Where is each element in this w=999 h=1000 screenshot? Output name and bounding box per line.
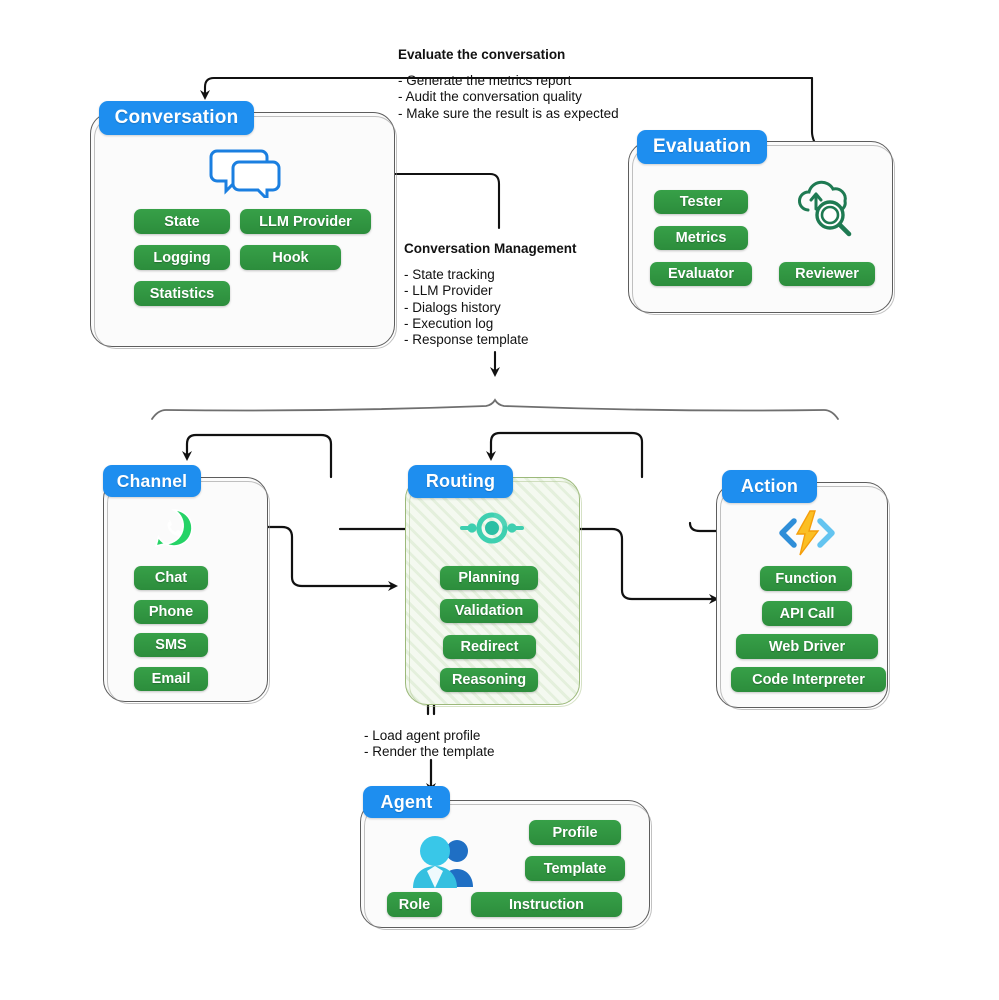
note-cm-line-2: - LLM Provider	[404, 283, 493, 299]
users-icon	[408, 830, 480, 892]
pill-validation[interactable]: Validation	[440, 599, 538, 623]
panel-title-conversation[interactable]: Conversation	[99, 101, 254, 135]
pill-api-call[interactable]: API Call	[762, 601, 852, 626]
note-evaluate-line-3: - Make sure the result is as expected	[398, 105, 619, 121]
pill-llm-provider[interactable]: LLM Provider	[240, 209, 371, 234]
note-agent-line-1: - Load agent profile	[364, 728, 481, 743]
note-agent: - Load agent profile - Render the templa…	[364, 728, 495, 761]
chat-bubbles-icon	[209, 146, 281, 203]
note-cm-line-1: - State tracking	[404, 267, 495, 282]
note-conversation-management: Conversation Management - State tracking…	[404, 241, 577, 348]
note-evaluate-line-1: - Generate the metrics report	[398, 73, 572, 88]
note-cm-line-4: - Execution log	[404, 315, 494, 331]
pill-chat[interactable]: Chat	[134, 566, 208, 590]
pill-metrics[interactable]: Metrics	[654, 226, 748, 250]
pill-web-driver[interactable]: Web Driver	[736, 634, 878, 659]
note-evaluate-heading: Evaluate the conversation	[398, 47, 566, 62]
pill-phone[interactable]: Phone	[134, 600, 208, 624]
pill-evaluator[interactable]: Evaluator	[650, 262, 752, 286]
pill-tester[interactable]: Tester	[654, 190, 748, 214]
pill-profile[interactable]: Profile	[529, 820, 621, 845]
wire-brace-to-channel	[182, 433, 333, 479]
note-evaluate-conversation: Evaluate the conversation - Generate the…	[398, 47, 619, 122]
pill-planning[interactable]: Planning	[440, 566, 538, 590]
pill-state[interactable]: State	[134, 209, 230, 234]
wire-brace-to-routing	[486, 431, 644, 479]
routing-node-icon	[458, 503, 526, 553]
pill-instruction[interactable]: Instruction	[471, 892, 622, 917]
panel-title-action[interactable]: Action	[722, 470, 817, 503]
whatsapp-icon	[154, 508, 194, 548]
note-cm-line-5: - Response template	[404, 332, 529, 348]
pill-redirect[interactable]: Redirect	[443, 635, 536, 659]
pill-hook[interactable]: Hook	[240, 245, 341, 270]
panel-title-agent[interactable]: Agent	[363, 786, 450, 818]
pill-function[interactable]: Function	[760, 566, 852, 591]
pill-template[interactable]: Template	[525, 856, 625, 881]
panel-title-evaluation[interactable]: Evaluation	[637, 130, 767, 164]
note-cm-line-3: - Dialogs history	[404, 299, 501, 315]
pill-email[interactable]: Email	[134, 667, 208, 691]
pill-sms[interactable]: SMS	[134, 633, 208, 657]
cloud-magnifier-icon	[794, 178, 858, 240]
pill-reasoning[interactable]: Reasoning	[440, 668, 538, 692]
pill-statistics[interactable]: Statistics	[134, 281, 230, 306]
note-cm-heading: Conversation Management	[404, 241, 577, 256]
pill-code-interpreter[interactable]: Code Interpreter	[731, 667, 886, 692]
note-agent-line-2: - Render the template	[364, 744, 495, 760]
pill-logging[interactable]: Logging	[134, 245, 230, 270]
pill-reviewer[interactable]: Reviewer	[779, 262, 875, 286]
panel-title-channel[interactable]: Channel	[103, 465, 201, 497]
pill-role[interactable]: Role	[387, 892, 442, 917]
note-evaluate-line-2: - Audit the conversation quality	[398, 89, 582, 105]
code-lightning-icon	[777, 508, 837, 558]
panel-title-routing[interactable]: Routing	[408, 465, 513, 498]
brace-split	[151, 398, 839, 420]
